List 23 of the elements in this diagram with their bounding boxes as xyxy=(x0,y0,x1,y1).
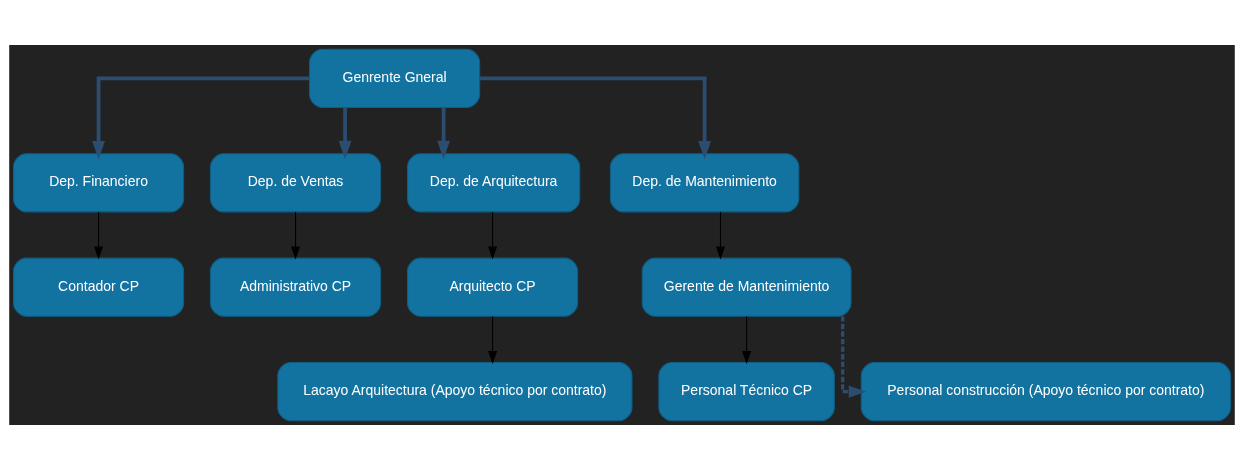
arrow xyxy=(92,76,310,160)
arrow xyxy=(94,211,104,260)
arrow xyxy=(742,315,752,364)
arrow xyxy=(291,211,301,260)
arrow xyxy=(479,76,712,160)
arrow xyxy=(338,107,352,160)
node-box: Arquitecto CP xyxy=(406,257,579,317)
node-box: Gerente de Mantenimiento xyxy=(641,257,852,317)
arrow xyxy=(488,211,498,260)
arrow xyxy=(437,107,450,160)
node-box: Personal Técnico CP xyxy=(658,362,835,422)
node-box: Dep. de Mantenimiento xyxy=(609,153,800,213)
node-box: Dep. de Ventas xyxy=(209,153,382,213)
node-box: Personal construcción (Apoyo técnico por contrato) xyxy=(860,362,1231,422)
node-box: Genrente Gneral xyxy=(309,48,481,108)
node-box: Administrativo CP xyxy=(209,257,382,317)
node-box: Contador CP xyxy=(13,257,185,317)
arrow xyxy=(715,211,726,260)
arrow xyxy=(841,316,866,398)
node-box: Dep. de Arquitectura xyxy=(406,153,581,213)
node-box: Lacayo Arquitectura (Apoyo técnico por contrato) xyxy=(277,362,633,422)
arrow xyxy=(488,315,498,364)
node-box: Dep. Financiero xyxy=(13,153,185,213)
